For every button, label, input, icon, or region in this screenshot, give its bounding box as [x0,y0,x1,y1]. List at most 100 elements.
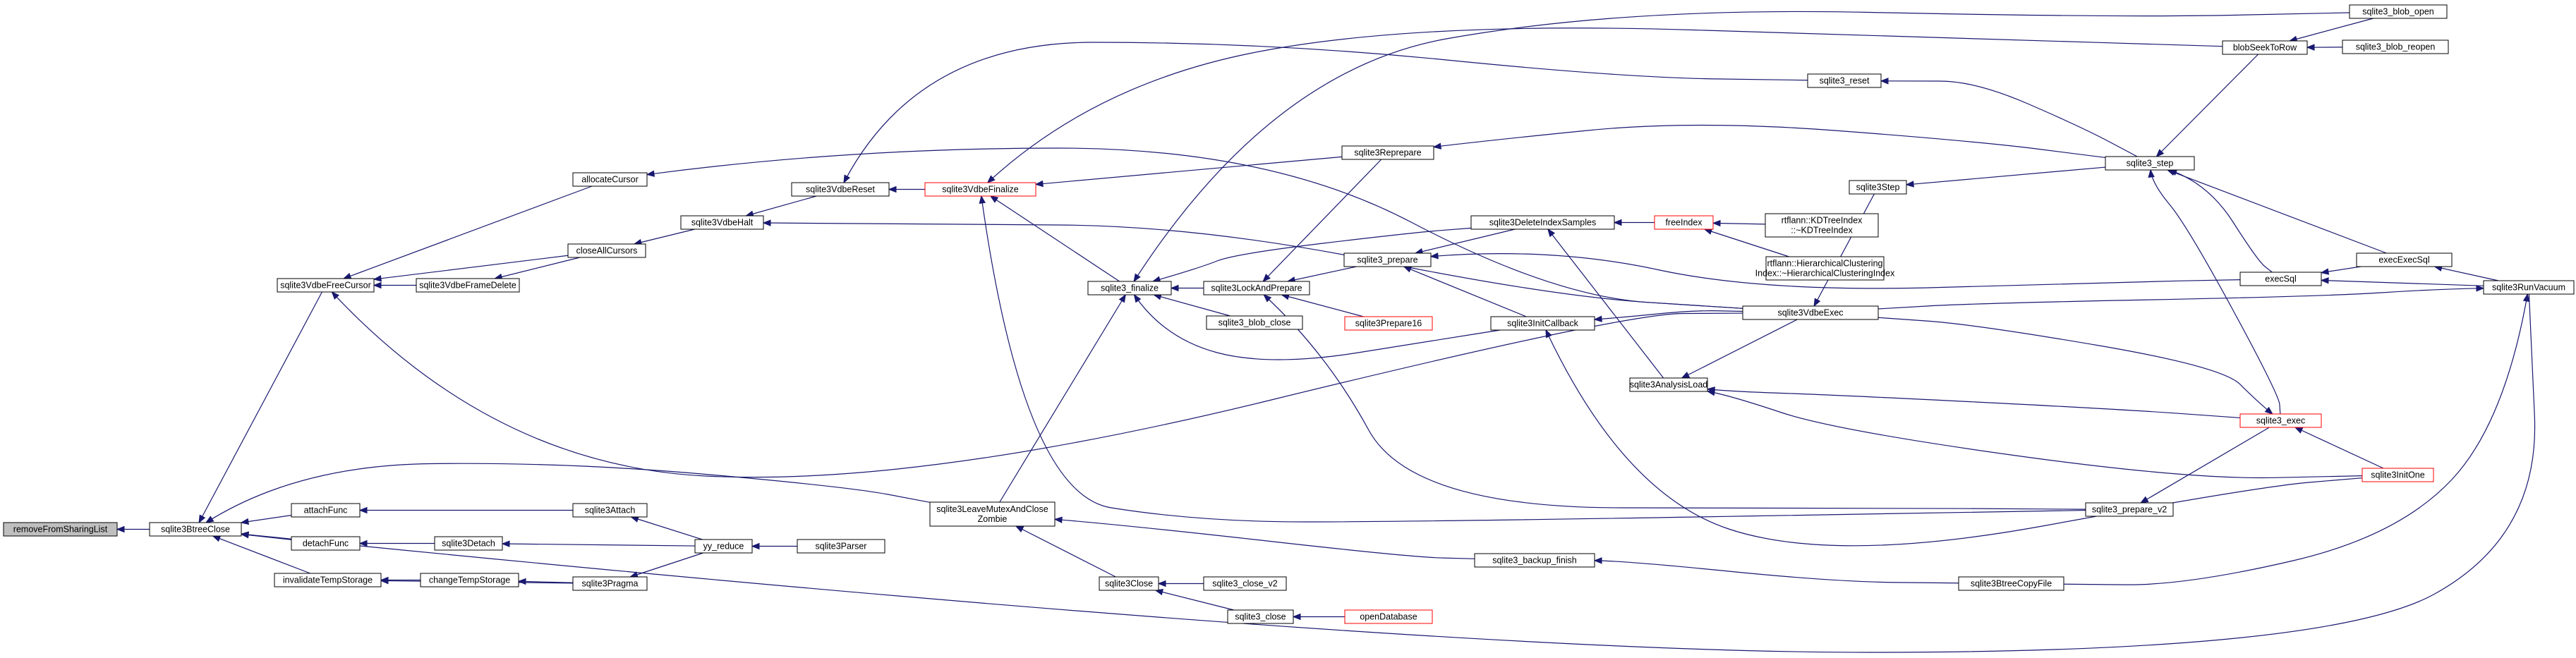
node-sqlite3-delete-index-samples[interactable]: sqlite3DeleteIndexSamples [1470,215,1615,230]
node-sqlite3-exec[interactable]: sqlite3_exec [2239,413,2322,428]
node-label: sqlite3_blob_open [2362,7,2434,17]
edge-arrowhead [1118,293,1126,303]
node-remove-from-sharing-list[interactable]: removeFromSharingList [3,522,118,537]
edge-sqlite3-prepare-to-sqlite3-lock-and-prepare [1286,266,1357,284]
node-label: sqlite3VdbeFrameDelete [419,281,516,291]
edge-arrowhead [1170,284,1179,292]
node-box [2342,39,2449,54]
node-sqlite3-step[interactable]: sqlite3_step [2105,156,2195,171]
node-sqlite3-init-one[interactable]: sqlite3InitOne [2362,468,2434,482]
node-change-temp-storage[interactable]: changeTempStorage [420,573,519,587]
node-label: attachFunc [304,506,348,516]
edge-sqlite3-delete-index-samples-to-sqlite3-prepare [1414,229,1516,255]
node-hierarchical-clustering-index[interactable]: rtflann::HierarchicalClusteringIndex::~H… [1755,256,1895,281]
edge-line [1403,266,1527,317]
node-sqlite3-reprepare[interactable]: sqlite3Reprepare [1341,145,1434,160]
node-sqlite3-close-v2[interactable]: sqlite3_close_v2 [1203,576,1287,591]
node-box [1654,215,1714,230]
node-sqlite3-vdbe-free-cursor[interactable]: sqlite3VdbeFreeCursor [277,278,375,293]
node-label: sqlite3_backup_finish [1492,556,1577,566]
node-box [1206,315,1303,330]
node-sqlite3-btree-close[interactable]: sqlite3BtreeClose [149,522,242,537]
node-sqlite3-reset[interactable]: sqlite3_reset [1807,73,1882,88]
node-label: sqlite3VdbeFinalize [942,185,1018,195]
edge-line [2063,293,2528,585]
edge-line [1134,294,1501,360]
edge-arrowhead [989,195,999,203]
edge-sqlite3-step-to-sqlite3-reset [1880,78,2138,157]
edge-sqlite3-prepare-v2-to-sqlite3-lock-and-prepare [1263,294,2086,510]
node-sqlite3-prepare-v2[interactable]: sqlite3_prepare_v2 [2085,502,2174,517]
edge-line [634,229,695,245]
edge-arrowhead [979,195,986,205]
edge-line [1287,266,1357,282]
edge-arrowhead [2140,496,2149,504]
node-open-database[interactable]: openDatabase [1344,609,1433,624]
node-sqlite3-vdbe-frame-delete[interactable]: sqlite3VdbeFrameDelete [416,278,520,293]
edge-sqlite3-backup-finish-to-sqlite3-leave-mutex-and-close-zombie [1053,516,1475,559]
node-yy-reduce[interactable]: yy_reduce [694,539,753,554]
edge-sqlite3-reprepare-to-sqlite3-lock-and-prepare [1262,159,1382,282]
edge-line [1906,166,2106,185]
node-box [2222,40,2308,55]
edge-sqlite3-vdbe-free-cursor-to-sqlite3-btree-close [198,291,322,524]
node-sqlite3-blob-open[interactable]: sqlite3_blob_open [2349,4,2448,19]
node-sqlite3-attach[interactable]: sqlite3Attach [572,503,648,518]
edge-sqlite3-vdbe-exec-to-sqlite3-vdbe-free-cursor [331,291,1743,478]
node-sqlite3-vdbe-finalize[interactable]: sqlite3VdbeFinalize [924,182,1036,197]
node-sqlite3-vdbe-halt[interactable]: sqlite3VdbeHalt [680,215,764,230]
node-blob-seek-to-row[interactable]: blobSeekToRow [2222,40,2308,55]
node-sqlite3-btree-copy-file[interactable]: sqlite3BtreeCopyFile [1958,576,2064,591]
node-sqlite3-backup-finish[interactable]: sqlite3_backup_finish [1474,553,1595,568]
node-exec-sql[interactable]: execSql [2239,272,2322,286]
node-label: sqlite3_reset [1820,76,1870,86]
node-box [1629,377,1708,392]
edge-sqlite3-blob-close-to-sqlite3-finalize [1153,293,1230,317]
node-sqlite3-close[interactable]: sqlite3Close [1099,576,1159,591]
edge-sqlite3-btree-close-to-remove-from-sharing-list [116,525,150,533]
node-sqlite3-pragma[interactable]: sqlite3Pragma [572,576,648,591]
node-sqlite3-parser[interactable]: sqlite3Parser [797,539,885,554]
node-box [1807,73,1882,88]
node-sqlite3-blob-close[interactable]: sqlite3_blob_close [1206,315,1303,330]
node-box [291,503,361,518]
node-sqlite3-finalize[interactable]: sqlite3_finalize [1087,281,1172,296]
edge-line [1281,294,1364,317]
node-sqlite3-vdbe-exec[interactable]: sqlite3VdbeExec [1742,305,1879,320]
node-sqlite3-prepare[interactable]: sqlite3_prepare [1343,252,1432,267]
node-free-index[interactable]: freeIndex [1654,215,1714,230]
node-sqlite3-prepare16[interactable]: sqlite3Prepare16 [1344,316,1433,331]
node-sqlite3-init-callback[interactable]: sqlite3InitCallback [1490,316,1595,331]
edge-arrowhead [1905,181,1914,188]
node-box [2483,280,2575,295]
edge-arrowhead [240,518,249,525]
node-box [291,536,361,551]
edge-line [987,28,2223,183]
edge-sqlite3-run-vacuum-to-exec-sql [2320,277,2484,286]
node-box [2362,468,2434,482]
node-attach-func[interactable]: attachFunc [291,503,361,518]
node-exec-exec-sql[interactable]: execExecSql [2356,252,2453,267]
edge-line [2140,427,2270,504]
node-sqlite3-step[interactable]: sqlite3Step [1849,180,1907,195]
node-kdtree-index[interactable]: rtflann::KDTreeIndex::~KDTreeIndex [1765,213,1879,238]
edge-arrowhead [2148,169,2155,178]
node-sqlite3-analysis-load[interactable]: sqlite3AnalysisLoad [1629,377,1708,392]
node-box [1227,609,1294,624]
node-sqlite3-blob-reopen[interactable]: sqlite3_blob_reopen [2342,39,2449,54]
node-sqlite3-vdbe-reset[interactable]: sqlite3VdbeReset [791,182,890,197]
node-close-all-cursors[interactable]: closeAllCursors [567,243,646,258]
node-label: sqlite3RunVacuum [2492,283,2565,293]
node-invalidate-temp-storage[interactable]: invalidateTempStorage [274,573,382,587]
edge-close-all-cursors-to-sqlite3-vdbe-free-cursor [373,255,569,282]
edge-arrowhead [1712,219,1721,227]
edge-line [1545,329,2363,547]
node-allocate-cursor[interactable]: allocateCursor [572,172,648,187]
node-sqlite3-detach[interactable]: sqlite3Detach [434,536,503,551]
node-detach-func[interactable]: detachFunc [291,536,361,551]
node-sqlite3-run-vacuum[interactable]: sqlite3RunVacuum [2483,280,2575,295]
node-sqlite3-lock-and-prepare[interactable]: sqlite3LockAndPrepare [1203,281,1310,296]
edge-sqlite3-vdbe-exec-to-sqlite3-run-vacuum [1877,285,2485,310]
node-sqlite3-close[interactable]: sqlite3_close [1227,609,1294,624]
